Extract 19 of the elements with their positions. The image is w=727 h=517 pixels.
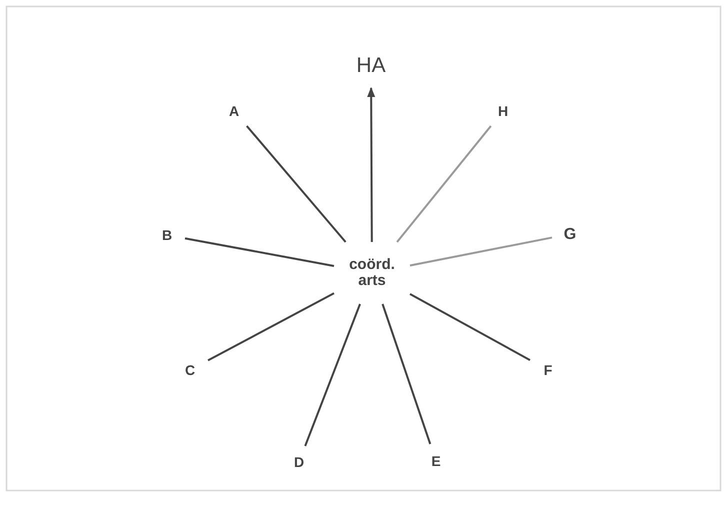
connector-line <box>382 304 432 444</box>
connector-line <box>184 237 334 267</box>
arrow <box>367 87 376 242</box>
connector-line <box>208 292 334 362</box>
connector-line <box>396 125 492 243</box>
connector-line <box>410 293 530 361</box>
node-text: coörd. arts <box>348 257 396 289</box>
connector-line <box>304 304 361 446</box>
node-text: D <box>294 454 304 470</box>
node-text: C <box>184 362 196 378</box>
node-text: HA <box>356 55 386 77</box>
node-text: A <box>228 104 240 118</box>
node-text: H <box>498 104 508 118</box>
node-text: E <box>431 454 441 468</box>
node-text: F <box>544 362 552 378</box>
node-text: B <box>162 228 172 242</box>
connector-line <box>410 236 552 266</box>
node-text: G <box>564 226 576 242</box>
connector-line <box>246 125 346 243</box>
